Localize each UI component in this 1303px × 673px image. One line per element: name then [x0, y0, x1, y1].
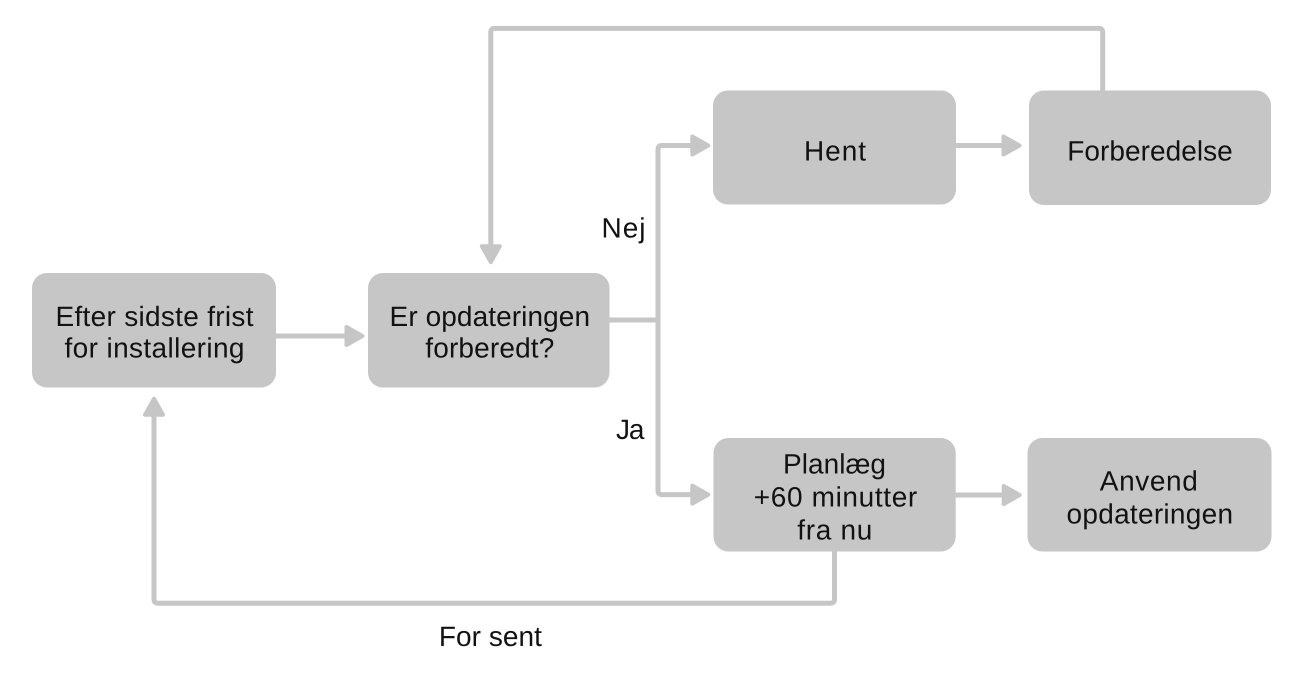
svg-text:For sent: For sent — [439, 621, 542, 652]
svg-text:Hent: Hent — [804, 135, 866, 166]
svg-text:Efter sidste frist: Efter sidste frist — [56, 301, 254, 332]
svg-text:+60 minutter: +60 minutter — [754, 481, 918, 512]
svg-text:Forberedelse: Forberedelse — [1067, 135, 1233, 166]
svg-text:Nej: Nej — [602, 213, 646, 244]
svg-text:fra nu: fra nu — [797, 514, 872, 545]
svg-text:forberedt?: forberedt? — [425, 333, 554, 364]
svg-text:Er opdateringen: Er opdateringen — [390, 301, 591, 332]
svg-text:opdateringen: opdateringen — [1067, 498, 1234, 529]
svg-text:Planlæg: Planlæg — [783, 448, 886, 479]
svg-text:for installering: for installering — [65, 333, 245, 364]
svg-text:Anvend: Anvend — [1100, 466, 1198, 497]
svg-text:Ja: Ja — [616, 414, 645, 445]
